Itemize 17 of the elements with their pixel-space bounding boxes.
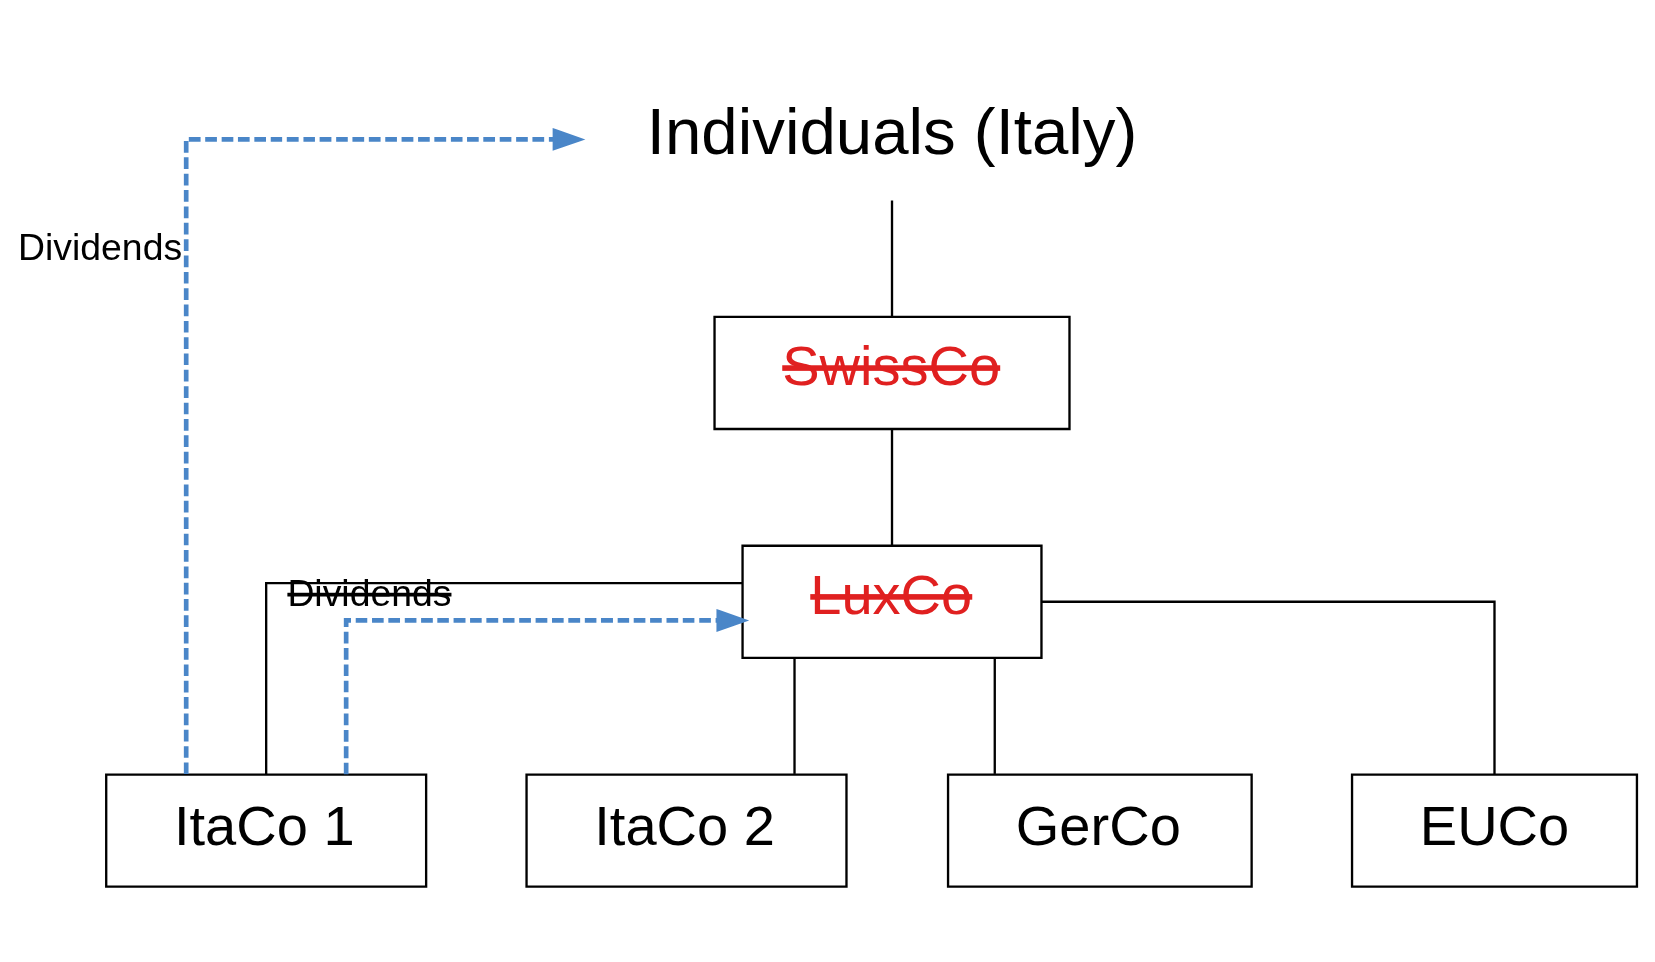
connector xyxy=(793,657,796,774)
edge-label: Dividends xyxy=(287,571,452,614)
connector xyxy=(890,428,894,545)
connector xyxy=(265,581,743,774)
edge-label: Dividends xyxy=(18,225,183,268)
connector xyxy=(890,200,894,317)
connector xyxy=(1041,600,1496,774)
node-box: SwissCo xyxy=(713,315,1071,430)
node-box: EUCo xyxy=(1350,772,1639,888)
node-box: ItaCo 2 xyxy=(525,772,848,888)
arrow xyxy=(343,608,750,774)
node-box: LuxCo xyxy=(741,544,1043,659)
node-text: Individuals (Italy) xyxy=(646,94,1138,168)
node-box: GerCo xyxy=(946,772,1253,888)
node-box: ItaCo 1 xyxy=(105,772,428,888)
connector xyxy=(993,657,996,774)
arrow xyxy=(183,127,586,774)
